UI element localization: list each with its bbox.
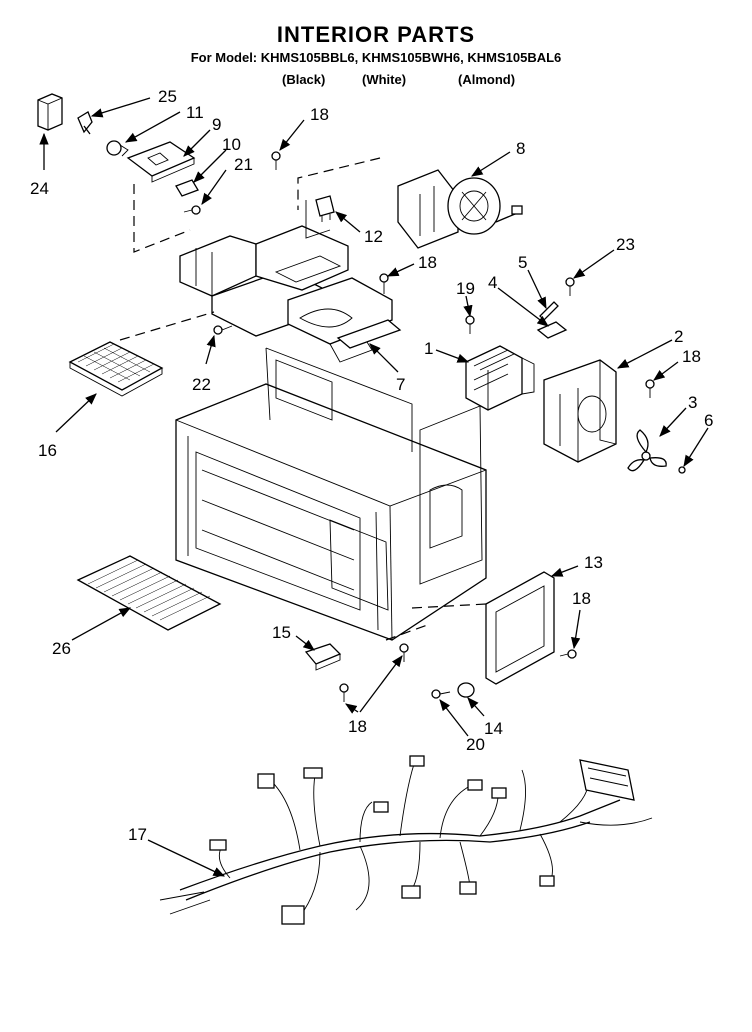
callout-5: 5 <box>518 253 527 272</box>
part-6-nut <box>678 466 686 474</box>
page-title: INTERIOR PARTS <box>276 22 476 47</box>
callout-3: 3 <box>688 393 697 412</box>
part-23-screw <box>565 277 575 296</box>
callout-6: 6 <box>704 411 713 430</box>
callout-21: 21 <box>234 155 253 174</box>
callout-10: 10 <box>222 135 241 154</box>
callout-24: 24 <box>30 179 49 198</box>
callout-14: 14 <box>484 719 503 738</box>
callout-18-lower: 18 <box>348 717 367 736</box>
callout-26: 26 <box>52 639 71 658</box>
callout-7: 7 <box>396 375 405 394</box>
guide-seal <box>411 603 487 609</box>
main-cavity <box>175 347 487 641</box>
callout-25: 25 <box>158 87 177 106</box>
part-4-bracket <box>536 321 568 339</box>
part-15-bracket <box>304 643 342 671</box>
callout-4: 4 <box>488 273 497 292</box>
part-8-blower-motor <box>397 169 523 249</box>
part-18-screw-mid <box>379 273 389 294</box>
callout-18-top: 18 <box>310 105 329 124</box>
callout-8: 8 <box>516 139 525 158</box>
part-14-knob <box>457 682 475 698</box>
part-22-screw <box>213 325 233 335</box>
callout-16: 16 <box>38 441 57 460</box>
finish-almond: (Almond) <box>458 72 516 87</box>
model-numbers: For Model: KHMS105BBL6, KHMS105BWH6, KHM… <box>190 50 562 65</box>
part-18-screw-lower-b <box>339 683 349 702</box>
part-25-clip <box>77 111 93 135</box>
leader-lines <box>39 97 709 877</box>
callout-13: 13 <box>584 553 603 572</box>
guide-base <box>385 623 431 641</box>
callout-15: 15 <box>272 623 291 642</box>
guide-filter <box>119 311 215 341</box>
part-10-socket <box>175 179 199 197</box>
part-18-screw-top <box>271 151 281 170</box>
callout-22: 22 <box>192 375 211 394</box>
part-13-door-seal <box>485 571 555 685</box>
part-18-screw-right <box>645 379 655 398</box>
part-11-bulb <box>106 140 129 157</box>
callout-9: 9 <box>212 115 221 134</box>
callout-19: 19 <box>456 279 475 298</box>
part-16-filter <box>68 341 164 397</box>
part-2-fan-housing <box>543 359 617 463</box>
part-20-screw <box>431 689 451 699</box>
callout-18-seal: 18 <box>572 589 591 608</box>
part-5-fuse <box>539 301 559 321</box>
finish-white: (White) <box>362 72 407 87</box>
callout-18-mid: 18 <box>418 253 437 272</box>
finish-black: (Black) <box>282 72 326 87</box>
part-7-plate <box>336 319 402 349</box>
guide-top <box>297 157 381 210</box>
callout-17: 17 <box>128 825 147 844</box>
callout-11: 11 <box>186 103 204 122</box>
part-9-light-cover <box>126 141 196 183</box>
callout-1: 1 <box>424 339 433 358</box>
guide-light <box>133 184 191 253</box>
callout-20: 20 <box>466 735 485 754</box>
callout-2: 2 <box>674 327 683 346</box>
part-1-transformer <box>465 345 535 411</box>
part-26-grille <box>76 555 222 631</box>
part-3-fan-blade <box>627 429 667 472</box>
callout-18-right: 18 <box>682 347 701 366</box>
part-24-box <box>37 93 63 131</box>
part-19-screw <box>465 315 475 334</box>
callout-12: 12 <box>364 227 383 246</box>
callout-numbers: 25 11 9 10 21 24 18 8 12 18 23 5 4 19 1 … <box>30 87 713 844</box>
part-17-wire-harness <box>159 755 653 925</box>
part-18-screw-seal <box>559 649 577 659</box>
callout-23: 23 <box>616 235 635 254</box>
part-18-screw-lower-a <box>399 643 409 662</box>
part-12-switch <box>315 195 335 222</box>
part-21-screw <box>183 205 201 215</box>
